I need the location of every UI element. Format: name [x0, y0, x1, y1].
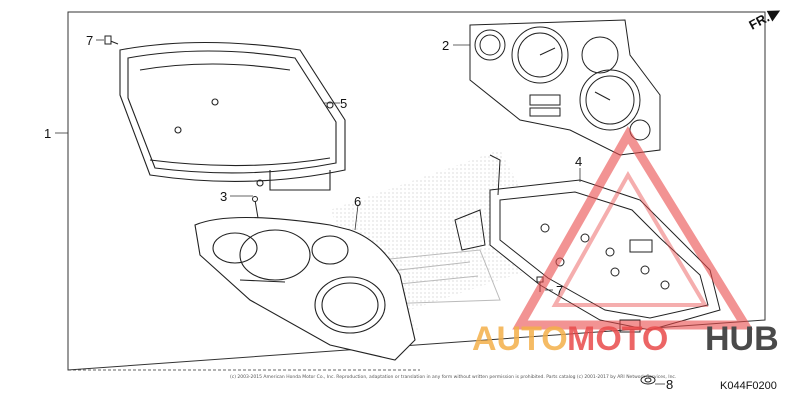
watermark-triangle [512, 126, 754, 330]
assembly-frame [67, 11, 766, 371]
meter-visor-frame [194, 216, 416, 361]
callout-4: 4 [575, 154, 582, 169]
grommet [640, 375, 656, 385]
callout-6: 6 [354, 194, 361, 209]
copyright-text: (c) 2003-2015 American Honda Motor Co., … [230, 374, 676, 380]
callout-8: 8 [666, 377, 673, 392]
watermark-text-hub: HUB [705, 320, 779, 358]
watermark-text-moto: MOTO [567, 320, 668, 358]
callout-5: 5 [340, 96, 347, 111]
leader-lines [55, 39, 665, 385]
watermark: AUTO MOTO HUB [472, 126, 779, 358]
callout-7-upper: 7 [86, 33, 93, 48]
screw-upper [104, 35, 119, 45]
callout-7-lower: 7 [556, 283, 563, 298]
callout-1: 1 [44, 126, 51, 141]
meter-panel [469, 19, 661, 156]
meter-case-lower [454, 154, 721, 333]
watermark-text-auto: AUTO [472, 320, 568, 358]
screw [252, 196, 259, 219]
part-code: K044F0200 [720, 380, 777, 392]
meter-case-upper-lens [119, 41, 346, 191]
callout-3: 3 [220, 189, 227, 204]
callout-2: 2 [442, 38, 449, 53]
